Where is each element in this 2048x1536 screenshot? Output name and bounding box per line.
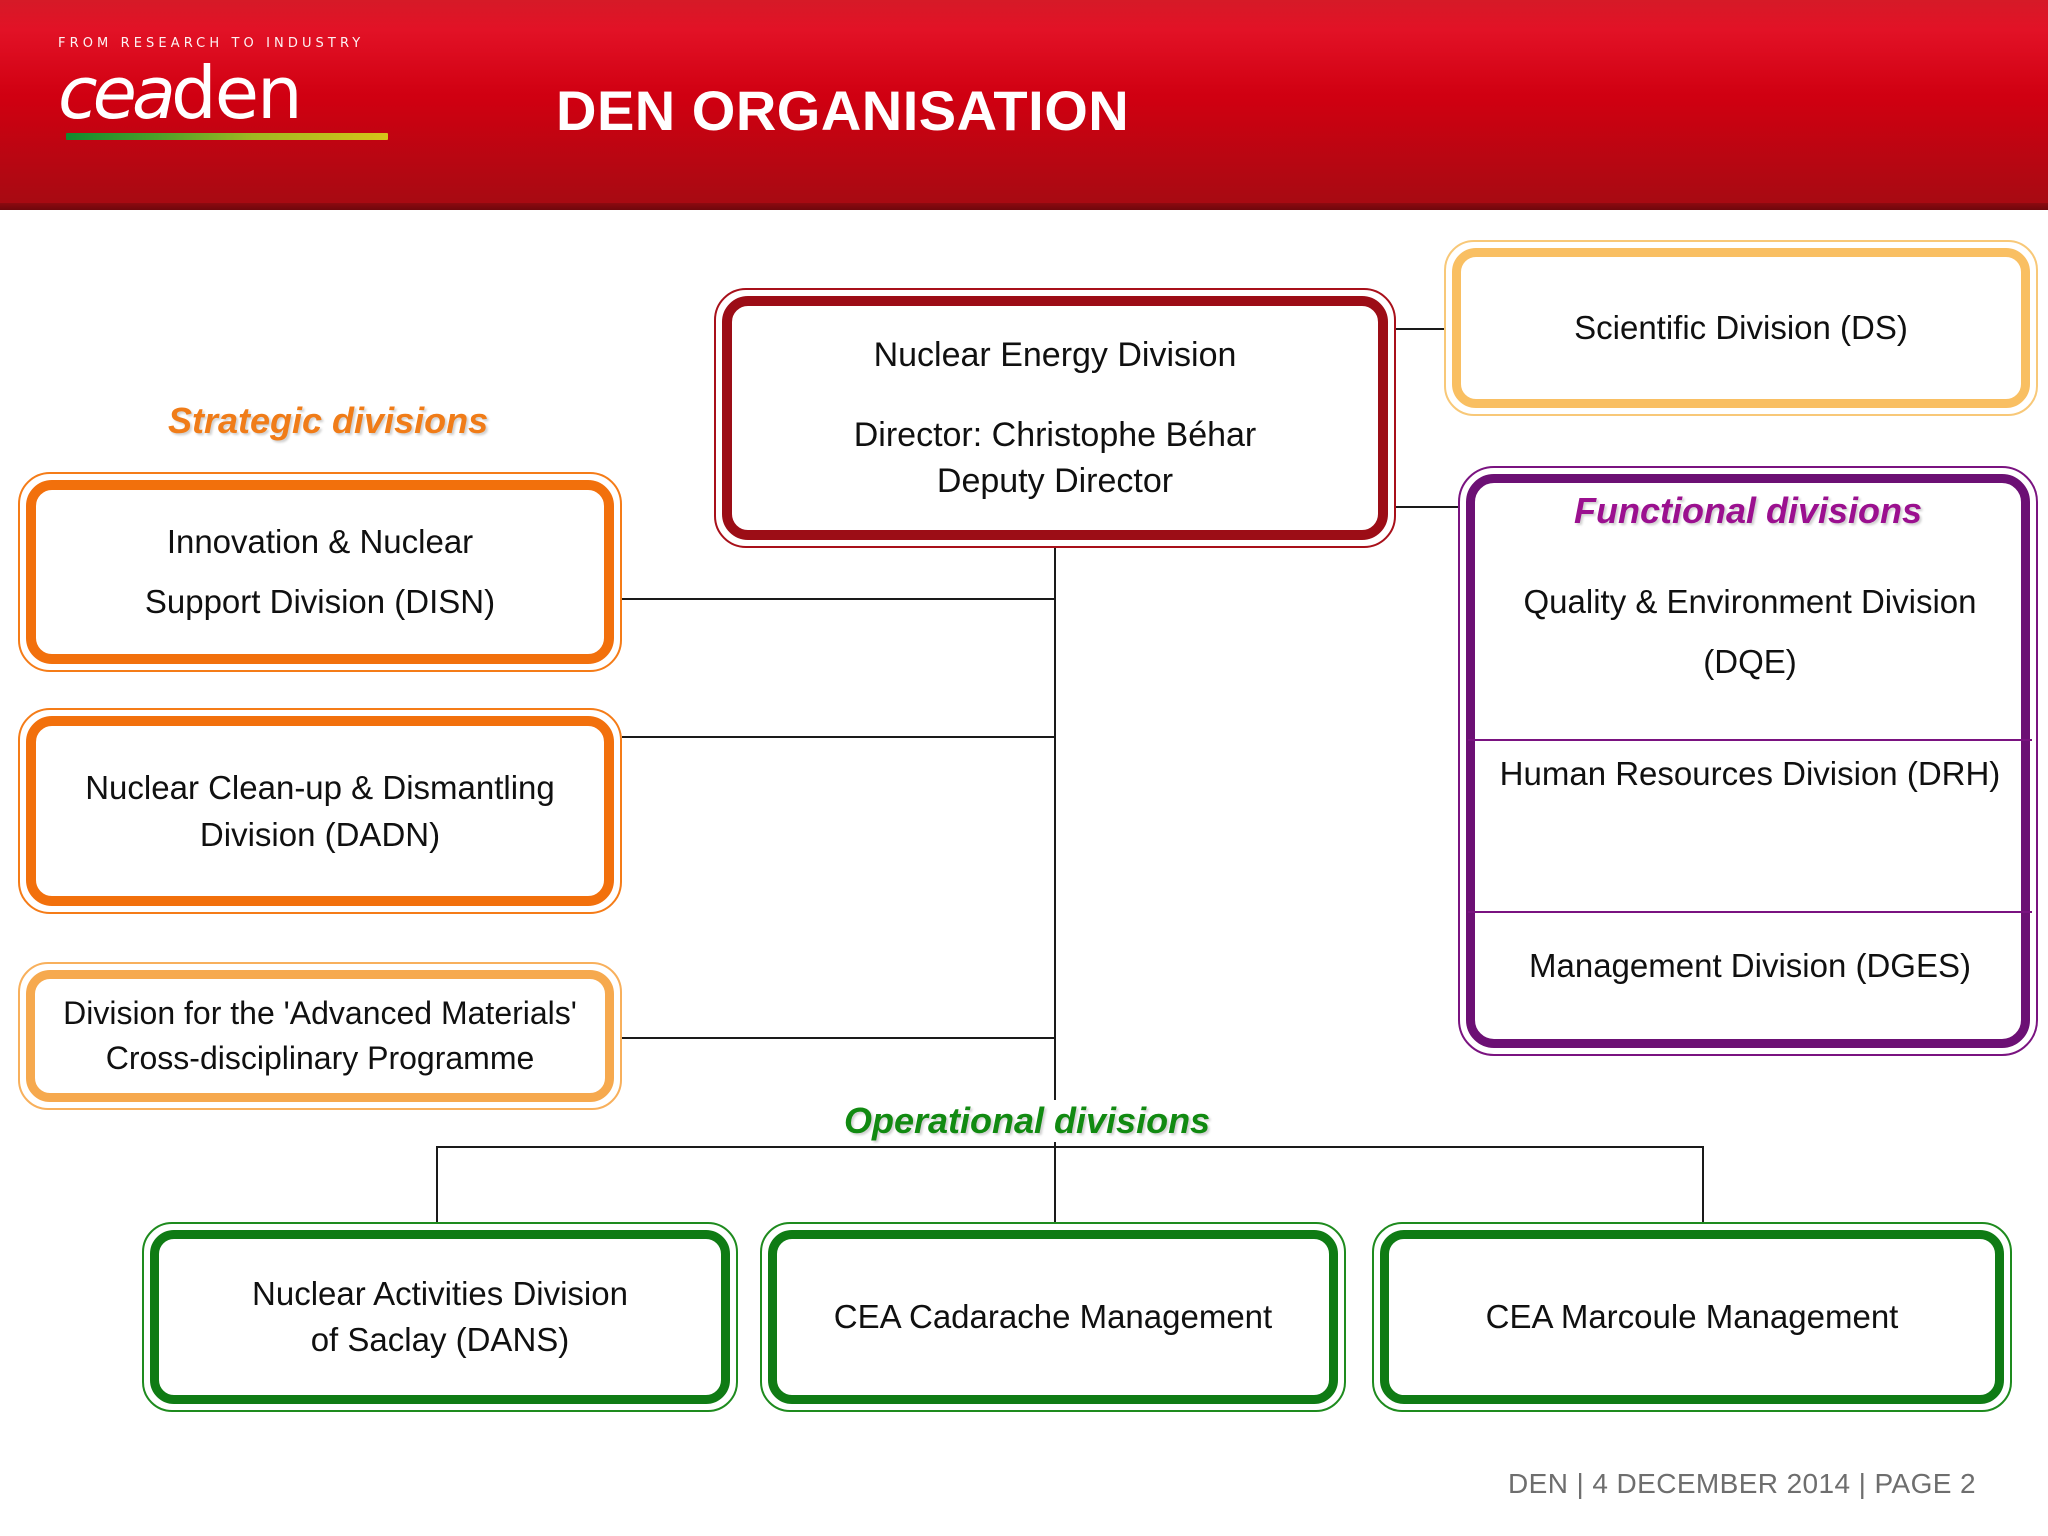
disn-line-1: Innovation & Nuclear [166,523,474,560]
innovation-nuclear-support-division-box[interactable]: Innovation & Nuclear Support Division (D… [18,472,622,672]
dans-line-2: of Saclay (DANS) [310,1321,570,1358]
scientific-division-text: Scientific Division (DS) [1446,306,2036,350]
logo-gradient-rule [66,133,388,140]
dadn-text: Nuclear Clean-up & Dismantling Division … [20,764,620,858]
dqe-line-2: Division (DQE) [1703,583,1977,680]
cea-den-logo: FROM RESEARCH TO INDUSTRY ceaden [58,36,408,140]
connector-branch-dadn [622,736,1056,738]
functional-panel-inner-border [1466,474,2030,1048]
ned-name: Nuclear Energy Division [873,336,1237,374]
logo-den-text: den [171,51,303,135]
advanced-materials-line-2: Cross-disciplinary Programme [105,1040,535,1076]
logo-wordmark: ceaden [58,55,408,131]
connector-trunk-vertical [1054,548,1056,1224]
connector-operational-bus [436,1146,1704,1148]
ned-director: Director: Christophe Béhar [853,416,1257,454]
cea-cadarache-management-box[interactable]: CEA Cadarache Management [760,1222,1346,1412]
page-title: DEN ORGANISATION [556,79,1130,142]
advanced-materials-text: Division for the 'Advanced Materials' Cr… [20,991,620,1081]
ned-spacer [730,378,1380,412]
functional-divisions-heading: Functional divisions [1573,490,1923,531]
marcoule-text: CEA Marcoule Management [1374,1294,2010,1340]
connector-ned-to-functional [1392,506,1462,508]
nuclear-energy-division-box[interactable]: Nuclear Energy Division Director: Christ… [714,288,1396,548]
connector-branch-advanced-materials [622,1037,1056,1039]
strategic-divisions-heading: Strategic divisions [168,400,489,441]
cadarache-inner-border [768,1230,1338,1404]
dadn-line-1: Nuclear Clean-up & Dismantling [85,769,555,806]
dans-line-1: Nuclear Activities Division [252,1275,628,1312]
scientific-division-box[interactable]: Scientific Division (DS) [1444,240,2038,416]
ned-deputy-director: Deputy Director [936,462,1174,500]
management-division-cell[interactable]: Management Division (DGES) [1478,916,2022,1016]
drh-line-1: Human Resources [1499,755,1773,792]
advanced-materials-inner-border [26,970,614,1102]
disn-line-2: Support Division (DISN) [144,583,496,620]
dans-inner-border [150,1230,730,1404]
slide-footer: DEN | 4 DECEMBER 2014 | PAGE 2 [1508,1468,1976,1499]
dqe-line-1: Quality & Environment [1523,583,1852,620]
cadarache-line-1: CEA Cadarache Management [833,1298,1273,1335]
drh-line-2: Division (DRH) [1782,755,2001,792]
marcoule-inner-border [1380,1230,2004,1404]
marcoule-line-1: CEA Marcoule Management [1485,1298,1899,1335]
dadn-line-2: Division (DADN) [199,816,441,853]
quality-environment-division-cell[interactable]: Quality & Environment Division (DQE) [1478,572,2022,738]
advanced-materials-line-1: Division for the 'Advanced Materials' [63,995,577,1031]
human-resources-division-cell[interactable]: Human Resources Division (DRH) [1478,744,2022,910]
advanced-materials-programme-box[interactable]: Division for the 'Advanced Materials' Cr… [18,962,622,1110]
logo-cea-text: cea [58,51,176,135]
cea-marcoule-management-box[interactable]: CEA Marcoule Management [1372,1222,2012,1412]
logo-tagline: FROM RESEARCH TO INDUSTRY [58,36,365,51]
connector-drop-dans [436,1146,438,1224]
nuclear-activities-division-saclay-box[interactable]: Nuclear Activities Division of Saclay (D… [142,1222,738,1412]
scientific-division-inner-border [1452,248,2030,408]
operational-divisions-heading: Operational divisions [840,1100,1215,1142]
disn-text: Innovation & Nuclear Support Division (D… [20,512,620,632]
dges-line-1: Management Division (DGES) [1529,947,1971,984]
functional-divider-2 [1468,911,2032,913]
connector-ned-to-ds [1392,328,1448,330]
dans-text: Nuclear Activities Division of Saclay (D… [144,1271,736,1363]
header-bottom-edge [0,203,2048,210]
functional-divider-1 [1468,739,2032,741]
dadn-inner-border [26,716,614,906]
slide-header: FROM RESEARCH TO INDUSTRY ceaden DEN ORG… [0,0,2048,210]
functional-divisions-panel[interactable]: Functional divisions Quality & Environme… [1458,466,2038,1056]
cadarache-text: CEA Cadarache Management [762,1294,1344,1340]
nuclear-energy-division-text: Nuclear Energy Division Director: Christ… [716,332,1394,504]
nuclear-energy-division-inner-border [722,296,1388,540]
nuclear-cleanup-dismantling-division-box[interactable]: Nuclear Clean-up & Dismantling Division … [18,708,622,914]
scientific-division-label: Scientific Division (DS) [1574,309,1908,346]
connector-branch-disn [622,598,1056,600]
connector-drop-marcoule [1702,1146,1704,1224]
disn-inner-border [26,480,614,664]
